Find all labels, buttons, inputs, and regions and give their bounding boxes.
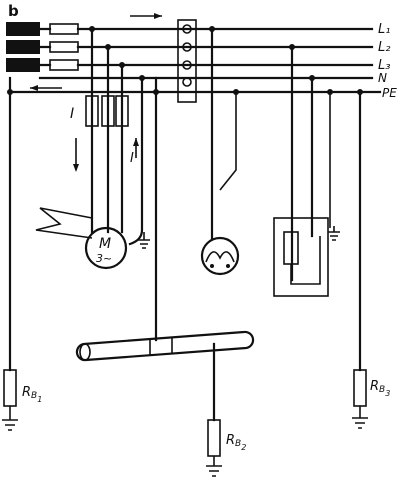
bus-lines [8,27,382,94]
motor-letter: M [99,236,111,252]
lamp-icon [200,236,240,276]
source-fuses [38,23,79,71]
rb3-label: RB3 [370,379,390,398]
rb1-branch [2,89,18,431]
label-l3: L₃ [378,58,390,73]
motor-phase: 3~ [96,252,112,265]
label-l2: L₂ [378,40,390,55]
terminal-block [177,19,197,103]
current-arrows [30,13,162,91]
source-label: b [8,2,19,20]
rb2-label: RB2 [226,433,246,452]
rb2-branch [206,419,222,477]
lamp-branch [209,26,239,240]
label-l1: L₁ [378,22,390,37]
current-label-right: I [130,151,134,166]
rb1-label: RB1 [22,385,42,404]
label-pe: PE [382,86,397,100]
ground-icon [138,232,150,249]
motor-icon [84,226,128,270]
appliance-branch [273,44,340,297]
water-pipe [75,330,255,422]
motor-branch [35,26,159,342]
label-n: N [378,71,387,85]
rb3-branch [352,89,368,429]
source-windings [6,22,40,72]
current-label-left: I [70,106,74,122]
